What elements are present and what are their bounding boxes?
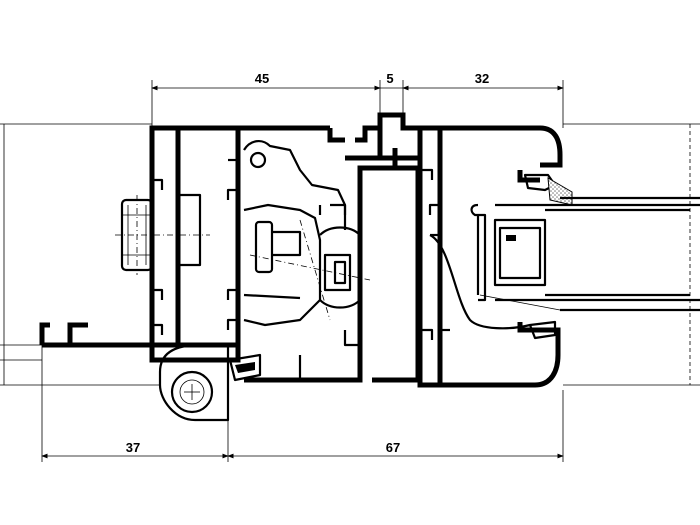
left-vertical-dimension [0,123,160,386]
frame-profile [39,125,241,363]
glazing-unit [470,196,700,312]
dim-45: 45 [255,71,269,86]
dim-5: 5 [386,71,393,86]
thermal-break-zone [243,140,371,327]
sash-profile [238,112,421,383]
right-reference-lines [563,123,700,386]
hinge-barrel [158,343,262,422]
bottom-dimension-chain: 37 67 [41,345,564,462]
dim-37: 37 [126,440,140,455]
outer-rounded-sash [417,125,573,388]
dim-67: 67 [386,440,400,455]
dim-32: 32 [475,71,489,86]
top-dimension-chain: 45 5 32 [151,71,564,130]
